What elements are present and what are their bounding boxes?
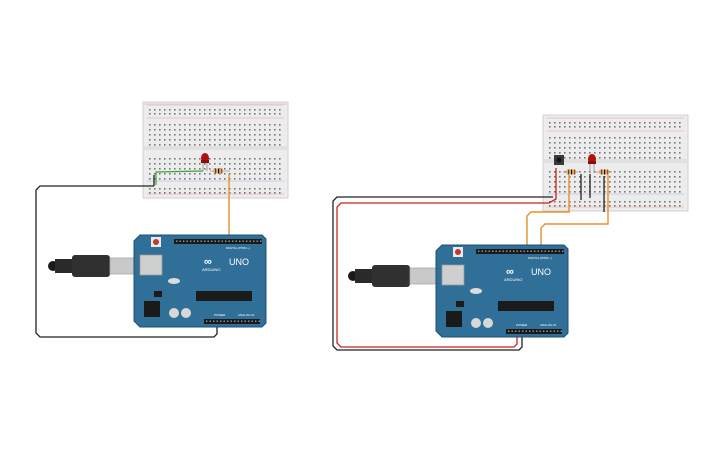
resistor-2b[interactable] bbox=[596, 169, 612, 175]
board-brand-2: ARDUINO bbox=[504, 277, 522, 282]
logo-infinity-1: ∞ bbox=[204, 256, 212, 268]
usb-cable-2[interactable] bbox=[348, 265, 439, 287]
breadboard-1[interactable] bbox=[142, 101, 289, 199]
analog-label-2: ANALOG IN bbox=[540, 323, 556, 327]
wire-orange-2b[interactable] bbox=[540, 175, 609, 248]
usb-port-1 bbox=[139, 254, 163, 276]
microcontroller-chip-1 bbox=[196, 291, 252, 301]
usb-cable-1[interactable] bbox=[48, 255, 139, 277]
power-analog-header-2 bbox=[506, 329, 562, 334]
wire-orange-2a[interactable] bbox=[526, 175, 570, 248]
resistor-2a[interactable] bbox=[563, 169, 578, 175]
digital-label-1: DIGITAL (PWM ~) bbox=[226, 246, 250, 250]
circuit-1: ∞ ARDUINO UNO DIGITAL (PWM ~) POWER ANAL… bbox=[35, 101, 289, 338]
analog-label-1: ANALOG IN bbox=[238, 313, 254, 317]
power-jack-2 bbox=[446, 311, 462, 327]
resistor-1[interactable] bbox=[210, 168, 230, 174]
microcontroller-chip-2 bbox=[498, 301, 554, 311]
logo-infinity-2: ∞ bbox=[506, 266, 514, 278]
wire-red-2[interactable] bbox=[336, 168, 557, 348]
wire-green-1[interactable] bbox=[155, 170, 204, 185]
pushbutton-2[interactable] bbox=[554, 155, 564, 165]
jumper-black-2[interactable] bbox=[580, 174, 605, 212]
power-analog-header-1 bbox=[204, 319, 260, 324]
power-label-1: POWER bbox=[214, 313, 226, 317]
power-jack-1 bbox=[144, 301, 160, 317]
breadboard-2[interactable] bbox=[542, 114, 689, 212]
board-model-2: UNO bbox=[531, 267, 551, 277]
wire-black-2[interactable] bbox=[332, 196, 553, 351]
led-2[interactable] bbox=[588, 154, 596, 173]
circuit-2: ∞ ARDUINO UNO DIGITAL (PWM ~) POWER ANAL… bbox=[332, 114, 689, 351]
board-model-1: UNO bbox=[229, 257, 249, 267]
power-label-2: POWER bbox=[516, 323, 528, 327]
board-brand-1: ARDUINO bbox=[202, 267, 220, 272]
wire-black-1[interactable] bbox=[35, 175, 218, 338]
led-1[interactable] bbox=[201, 153, 209, 171]
arduino-uno-1[interactable]: ∞ ARDUINO UNO DIGITAL (PWM ~) POWER ANAL… bbox=[133, 234, 267, 328]
usb-port-2 bbox=[441, 264, 465, 286]
digital-label-2: DIGITAL (PWM ~) bbox=[528, 256, 552, 260]
arduino-uno-2[interactable]: ∞ ARDUINO UNO DIGITAL (PWM ~) POWER ANAL… bbox=[435, 244, 569, 338]
